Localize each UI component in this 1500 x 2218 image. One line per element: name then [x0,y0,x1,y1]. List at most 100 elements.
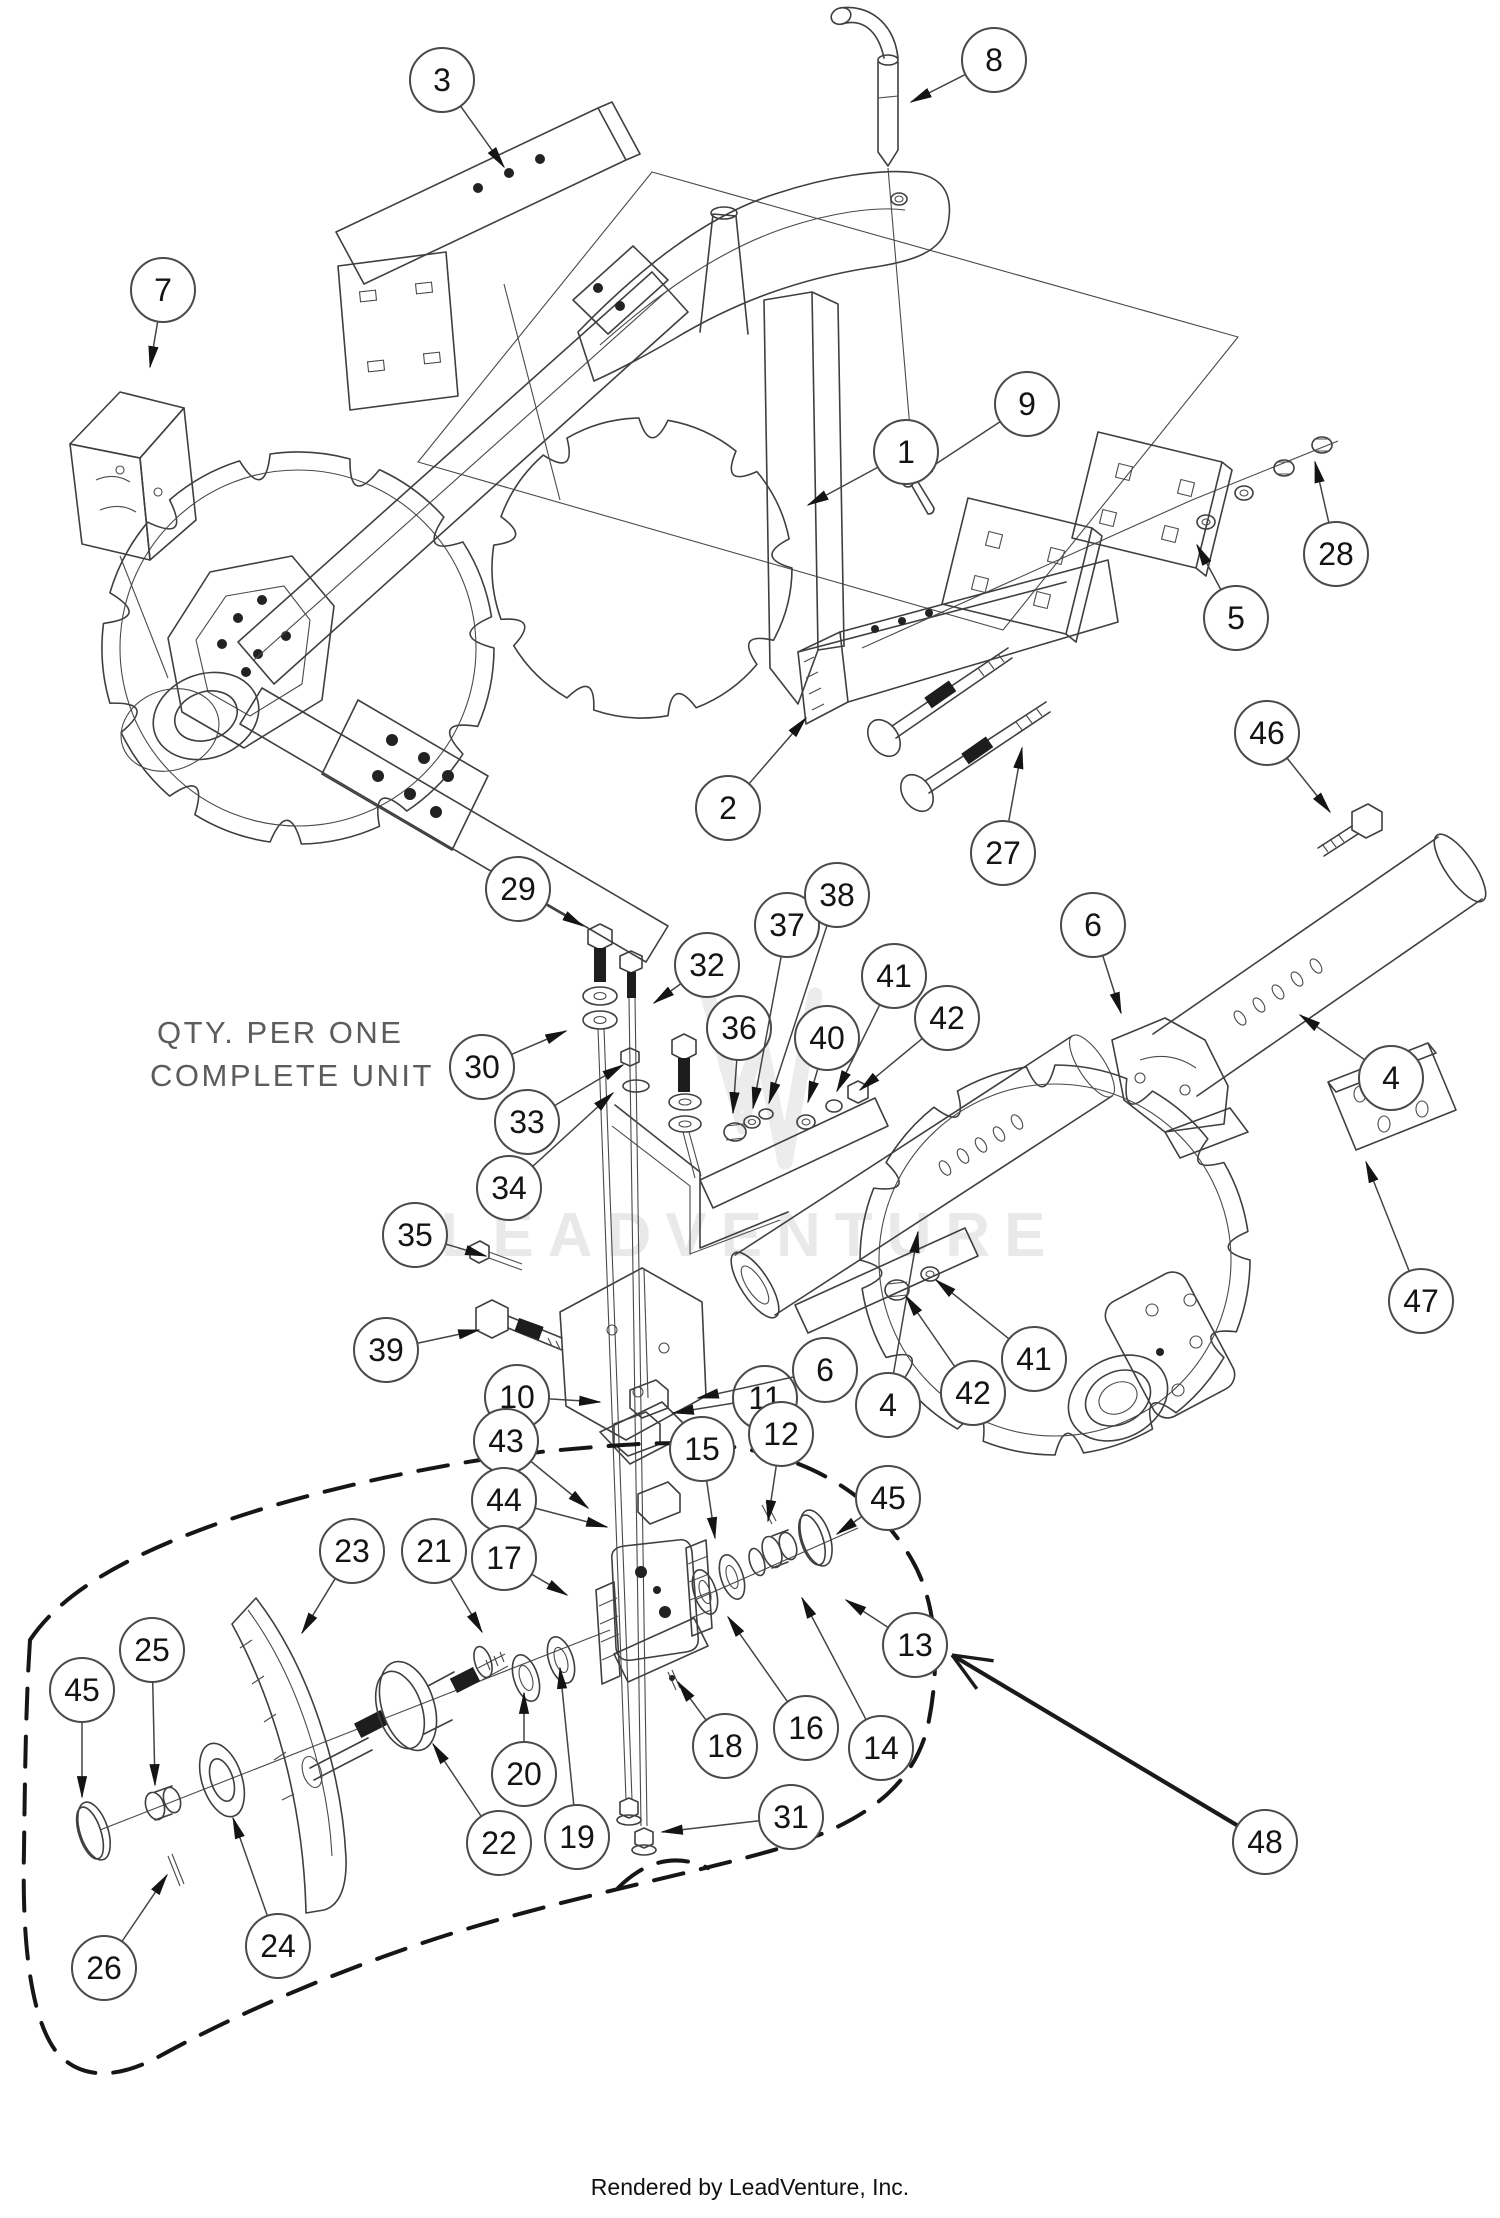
balloon-circle-31[interactable] [758,1784,824,1850]
balloon-circle-48[interactable] [1232,1809,1298,1875]
balloon-circle-33[interactable] [494,1089,560,1155]
balloon-6[interactable]: 6 [1060,892,1126,1015]
balloon-47[interactable]: 47 [1365,1160,1454,1334]
balloon-circle-12[interactable] [748,1401,814,1467]
balloon-circle-4[interactable] [855,1372,921,1438]
balloon-circle-30[interactable] [449,1034,515,1100]
balloon-circle-38[interactable] [804,862,870,928]
balloon-35[interactable]: 35 [382,1202,488,1268]
balloon-44[interactable]: 44 [471,1467,609,1533]
balloon-13[interactable]: 13 [844,1599,948,1678]
balloon-4[interactable]: 4 [1298,1014,1424,1111]
balloon-circle-20[interactable] [491,1741,557,1807]
balloon-circle-9[interactable] [994,371,1060,437]
balloon-circle-42[interactable] [940,1360,1006,1426]
balloon-19[interactable]: 19 [544,1666,610,1870]
balloon-circle-5[interactable] [1203,585,1269,651]
balloon-circle-41[interactable] [1001,1326,1067,1392]
balloon-circle-6[interactable] [1060,892,1126,958]
balloon-29[interactable]: 29 [485,856,585,927]
balloon-32[interactable]: 32 [652,932,740,1004]
balloon-circle-27[interactable] [970,820,1036,886]
balloon-circle-8[interactable] [961,27,1027,93]
balloon-circle-26[interactable] [71,1935,137,2001]
balloon-circle-14[interactable] [848,1715,914,1781]
balloon-circle-47[interactable] [1388,1268,1454,1334]
balloon-circle-42[interactable] [914,985,980,1051]
balloon-16[interactable]: 16 [727,1615,839,1761]
balloon-circle-36[interactable] [706,995,772,1061]
balloon-circle-18[interactable] [692,1713,758,1779]
balloon-circle-40[interactable] [794,1005,860,1071]
balloon-circle-22[interactable] [466,1810,532,1876]
balloon-circle-45[interactable] [855,1465,921,1531]
balloon-41[interactable]: 41 [934,1278,1067,1392]
balloon-7[interactable]: 7 [130,257,196,369]
balloon-circle-45[interactable] [49,1657,115,1723]
balloon-26[interactable]: 26 [71,1873,168,2001]
balloon-8[interactable]: 8 [909,27,1027,103]
nut-row-upper [723,1080,869,1142]
balloon-circle-1[interactable] [873,419,939,485]
balloon-15[interactable]: 15 [669,1416,735,1540]
balloon-circle-29[interactable] [485,856,551,922]
balloon-circle-24[interactable] [245,1913,311,1979]
balloon-circle-15[interactable] [669,1416,735,1482]
balloon-12[interactable]: 12 [748,1401,814,1523]
balloon-circle-2[interactable] [695,775,761,841]
balloon-circle-7[interactable] [130,257,196,323]
balloon-42[interactable]: 42 [858,985,980,1092]
balloon-24[interactable]: 24 [232,1816,311,1979]
balloon-circle-6[interactable] [792,1337,858,1403]
balloon-17[interactable]: 17 [471,1525,569,1596]
leader-line-12 [766,1465,778,1523]
balloon-23[interactable]: 23 [301,1518,385,1635]
balloon-circle-39[interactable] [353,1317,419,1383]
balloon-39[interactable]: 39 [353,1317,481,1383]
balloon-45[interactable]: 45 [835,1465,921,1535]
balloon-14[interactable]: 14 [801,1596,914,1781]
balloon-circle-46[interactable] [1234,700,1300,766]
balloon-circle-13[interactable] [882,1612,948,1678]
balloon-48[interactable]: 48 [950,1653,1298,1875]
balloon-18[interactable]: 18 [677,1680,758,1779]
balloon-circle-28[interactable] [1303,521,1369,587]
balloon-31[interactable]: 31 [660,1784,824,1850]
balloon-42[interactable]: 42 [905,1294,1006,1426]
balloon-circle-16[interactable] [773,1695,839,1761]
balloon-circle-23[interactable] [319,1518,385,1584]
balloon-1[interactable]: 1 [806,419,939,506]
balloon-circle-41[interactable] [861,943,927,1009]
balloon-5[interactable]: 5 [1196,543,1269,651]
balloon-3[interactable]: 3 [409,47,505,169]
balloon-22[interactable]: 22 [432,1742,532,1876]
balloon-20[interactable]: 20 [491,1691,557,1807]
balloon-33[interactable]: 33 [494,1064,625,1155]
balloon-circle-35[interactable] [382,1202,448,1268]
balloon-41[interactable]: 41 [836,943,927,1093]
balloon-45[interactable]: 45 [49,1657,115,1799]
balloon-37[interactable]: 37 [751,892,820,1110]
balloon-circle-34[interactable] [476,1155,542,1221]
balloon-circle-37[interactable] [754,892,820,958]
balloon-46[interactable]: 46 [1234,700,1332,814]
balloon-circle-3[interactable] [409,47,475,113]
balloon-2[interactable]: 2 [695,716,808,841]
balloon-25[interactable]: 25 [119,1617,185,1787]
balloon-circle-21[interactable] [401,1518,467,1584]
balloon-circle-17[interactable] [471,1525,537,1591]
balloon-6[interactable]: 6 [696,1337,858,1403]
balloon-21[interactable]: 21 [401,1518,483,1634]
balloon-4[interactable]: 4 [855,1230,921,1438]
balloon-27[interactable]: 27 [970,746,1036,886]
balloon-34[interactable]: 34 [476,1091,615,1221]
balloon-circle-4[interactable] [1358,1045,1424,1111]
balloon-28[interactable]: 28 [1303,460,1369,587]
balloon-circle-19[interactable] [544,1804,610,1870]
balloon-30[interactable]: 30 [449,1030,568,1100]
balloon-circle-32[interactable] [674,932,740,998]
balloon-38[interactable]: 38 [768,862,870,1105]
balloon-40[interactable]: 40 [794,1005,860,1104]
balloon-circle-25[interactable] [119,1617,185,1683]
balloon-36[interactable]: 36 [706,995,772,1115]
